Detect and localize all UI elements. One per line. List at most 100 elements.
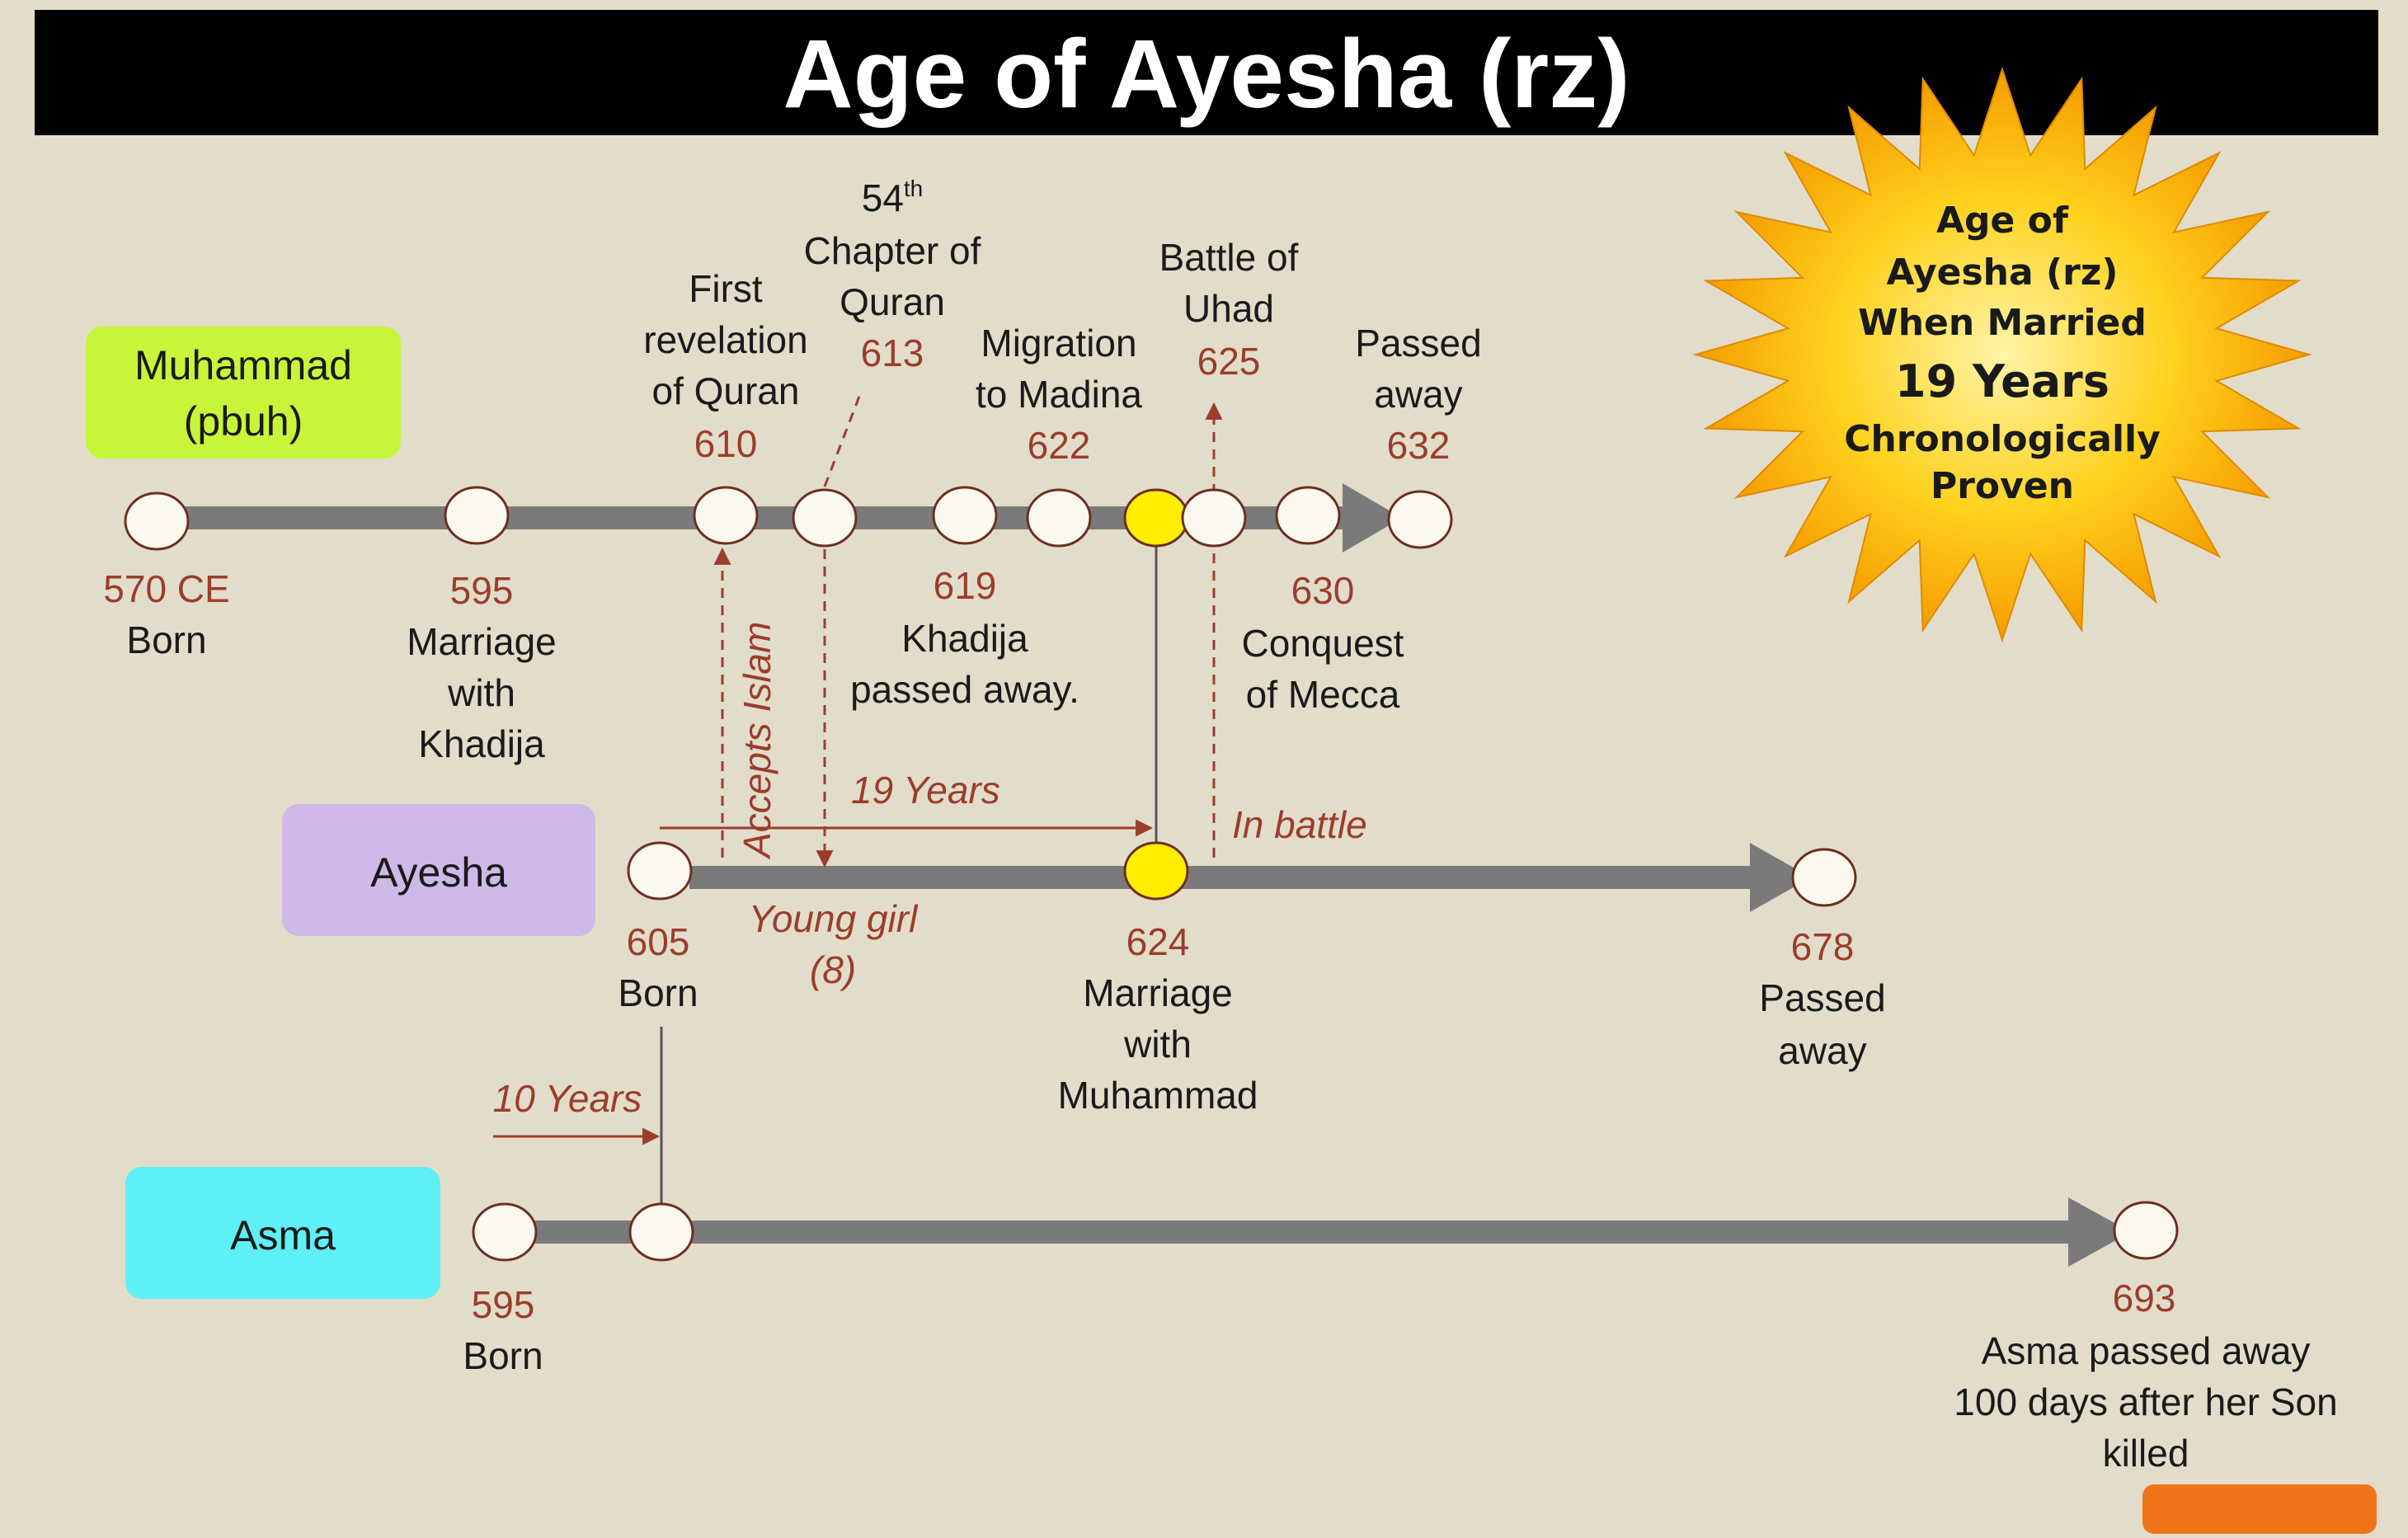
- asma-timeline-arrowhead: [2068, 1197, 2131, 1267]
- node-m632: [1387, 490, 1453, 549]
- a624-line-2: with: [1123, 1023, 1192, 1065]
- event-m625: Battle of Uhad 625: [1159, 236, 1299, 383]
- muhammad-timeline-arrowhead: [1343, 483, 1402, 553]
- m619-line-1: Khadija: [901, 617, 1028, 660]
- node-s595: [472, 1202, 538, 1262]
- m613-chapter-number: 54: [862, 176, 904, 219]
- a624-line-3: Muhammad: [1058, 1074, 1258, 1117]
- ayesha-label: Ayesha: [370, 849, 507, 896]
- m613-line-1: Chapter of: [804, 229, 981, 272]
- m632-line-2: away: [1374, 373, 1462, 416]
- m595-line-1: Marriage: [407, 620, 557, 663]
- row-label-asma: Asma: [125, 1167, 440, 1299]
- m570-year: 570 CE: [103, 567, 229, 610]
- event-m595: 595 Marriage with Khadija: [407, 569, 557, 765]
- row-label-muhammad: Muhammad (pbuh): [86, 327, 401, 459]
- m622-year: 622: [1028, 424, 1091, 467]
- m610-line-1: First: [689, 267, 763, 310]
- m570-line-1: Born: [126, 618, 206, 661]
- s693-line-3: killed: [2103, 1432, 2189, 1475]
- m613-line-2: Quran: [840, 280, 945, 323]
- a678-line-2: away: [1778, 1029, 1866, 1072]
- row-label-ayesha: Ayesha: [282, 804, 595, 936]
- s693-year: 693: [2113, 1277, 2176, 1319]
- m630-line-2: of Mecca: [1246, 673, 1400, 716]
- m619-year: 619: [934, 564, 997, 607]
- asma-box: [125, 1167, 440, 1299]
- page-title: Age of Ayesha (rz): [783, 20, 1630, 129]
- node-m595: [444, 486, 510, 545]
- m632-line-1: Passed: [1355, 322, 1481, 365]
- a605-year: 605: [627, 920, 690, 963]
- asma-timeline-bar: [505, 1221, 2072, 1244]
- badge-line-3: When Married: [1858, 302, 2147, 344]
- a624-year: 624: [1126, 920, 1190, 963]
- m622-line-2: to Madina: [976, 373, 1142, 416]
- event-m632: Passed away 632: [1355, 322, 1481, 467]
- a678-line-1: Passed: [1759, 976, 1885, 1019]
- m625-line-2: Uhad: [1183, 287, 1274, 330]
- node-a678: [1791, 848, 1857, 907]
- m595-line-3: Khadija: [418, 722, 545, 765]
- muhammad-box: [86, 327, 401, 459]
- m595-line-2: with: [447, 671, 515, 714]
- event-s693: 693 Asma passed away 100 days after her …: [1954, 1277, 2337, 1475]
- event-a605: 605 Born: [618, 920, 698, 1014]
- young-girl-label-line-2: (8): [810, 948, 856, 991]
- node-m625: [1181, 488, 1247, 548]
- s595-line-1: Born: [463, 1334, 543, 1377]
- muhammad-label-line-2: (pbuh): [184, 398, 303, 444]
- asma-label: Asma: [230, 1212, 336, 1258]
- event-a624: 624 Marriage with Muhammad: [1058, 920, 1258, 1117]
- s693-line-1: Asma passed away: [1982, 1329, 2311, 1372]
- a678-year: 678: [1791, 925, 1855, 968]
- young-girl-label-line-1: Young girl: [749, 897, 919, 940]
- ten-years-label: 10 Years: [493, 1077, 642, 1120]
- node-a605: [627, 841, 693, 901]
- ayesha-timeline-arrowhead: [1750, 843, 1811, 912]
- a624-line-1: Marriage: [1083, 971, 1233, 1014]
- m595-year: 595: [450, 569, 514, 612]
- node-s605: [628, 1202, 694, 1262]
- m630-year: 630: [1291, 569, 1355, 612]
- event-m613: 54th Chapter of Quran 613: [804, 176, 981, 374]
- a605-line-1: Born: [618, 971, 698, 1014]
- m610-line-2: revelation: [643, 318, 807, 361]
- node-m630: [1275, 486, 1341, 545]
- badge-line-4: 19 Years: [1895, 355, 2109, 407]
- node-m622: [1026, 488, 1092, 548]
- event-m610: First revelation of Quran 610: [643, 267, 807, 465]
- m613-year: 613: [861, 332, 924, 374]
- in-battle-label: In battle: [1232, 803, 1367, 846]
- ayesha-timeline-bar: [689, 866, 1753, 889]
- badge-line-6: Proven: [1931, 465, 2074, 507]
- m613-chapter-suffix: th: [904, 176, 923, 201]
- badge-line-1: Age of: [1936, 200, 2069, 242]
- ayesha-timeline: [689, 843, 1811, 912]
- m619-line-2: passed away.: [850, 668, 1079, 711]
- m613-superscript-label: 54th: [862, 176, 924, 219]
- ayesha-box: [282, 804, 595, 936]
- m632-year: 632: [1387, 424, 1451, 467]
- s693-line-2: 100 days after her Son: [1954, 1380, 2337, 1423]
- node-m610: [693, 486, 759, 545]
- m625-line-1: Battle of: [1159, 236, 1299, 279]
- node-m613: [792, 488, 858, 548]
- node-s693: [2113, 1201, 2179, 1260]
- age-badge: Age of Ayesha (rz) When Married 19 Years…: [1692, 66, 2312, 643]
- muhammad-label-line-1: Muhammad: [134, 342, 352, 388]
- event-a678: 678 Passed away: [1759, 925, 1885, 1072]
- event-m622: Migration to Madina 622: [976, 322, 1142, 467]
- node-m619: [932, 486, 998, 545]
- nineteen-years-label: 19 Years: [851, 769, 1000, 811]
- m610-year: 610: [694, 422, 758, 465]
- badge-line-5: Chronologically: [1844, 418, 2161, 460]
- m610-line-3: of Quran: [652, 369, 800, 412]
- event-m619: 619 Khadija passed away.: [850, 564, 1079, 711]
- corner-accent: [2142, 1484, 2377, 1534]
- m625-year: 625: [1197, 340, 1261, 383]
- event-m570: 570 CE Born: [103, 567, 229, 661]
- event-m630: 630 Conquest of Mecca: [1242, 569, 1404, 716]
